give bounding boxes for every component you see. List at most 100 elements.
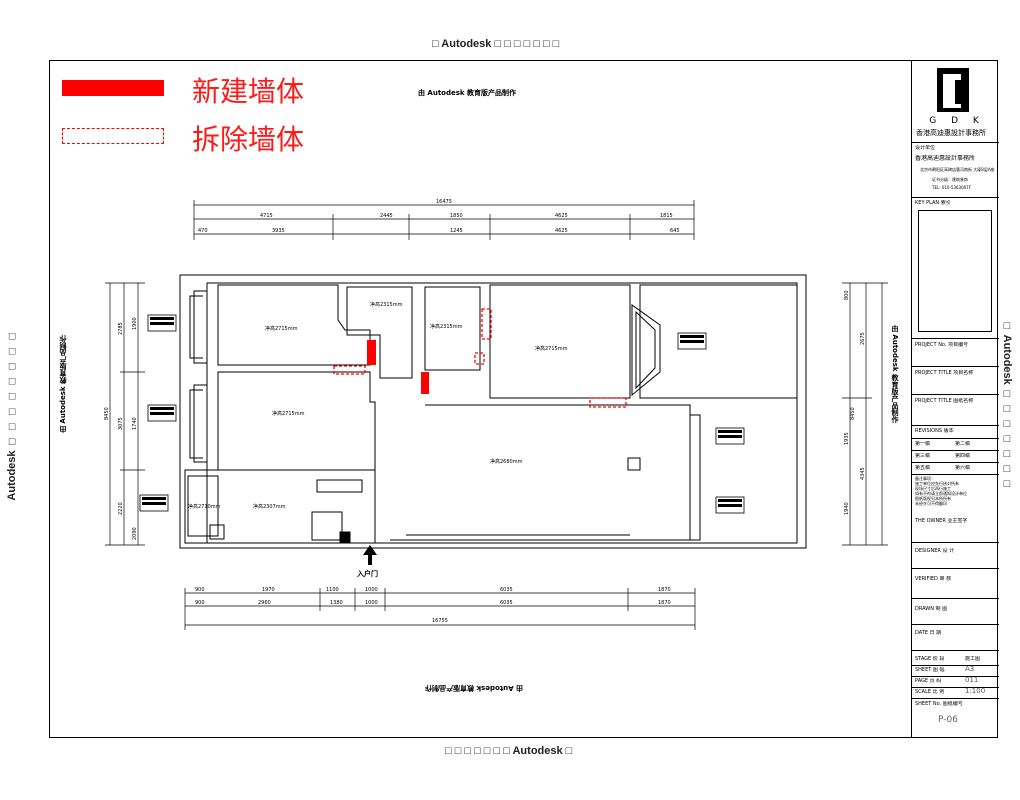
- bottom-dim-5: 6035: [500, 587, 513, 593]
- sheet-no-label: SHEET No. 图纸编号: [915, 701, 963, 707]
- bath-wall: [346, 286, 413, 379]
- project-no-label: PROJECT No. 项目编号: [915, 342, 969, 348]
- rev-row-4: 第四稿: [955, 453, 971, 459]
- inner-wall: [206, 282, 798, 544]
- room-label-6: 净高2680mm: [490, 458, 523, 465]
- left-dim-1: 2785: [118, 322, 124, 335]
- top-dim2-e: 645: [670, 228, 680, 234]
- top-dim-2: 2445: [380, 213, 393, 219]
- sheet-label: SHEET 图 幅: [915, 667, 945, 673]
- verified-label: VERIFIED 审 核: [915, 576, 952, 582]
- rev-row-5: 第五稿: [915, 465, 931, 471]
- bottom-dim2-2: 2960: [258, 600, 271, 606]
- gdk-logo: [937, 68, 969, 112]
- firm-name: 香港高迪惠設計事務所: [916, 129, 986, 137]
- top-dim2-a: 3935: [272, 228, 285, 234]
- top-dim-1: 4715: [260, 213, 273, 219]
- bottom-dim-3: 1100: [326, 587, 339, 593]
- bedroom-1-wall: [217, 284, 371, 366]
- right-total-dim: 8450: [850, 407, 856, 420]
- room-label-7: 净高2710mm: [188, 503, 221, 510]
- page-value: 011: [965, 677, 979, 684]
- right-dim-1: 2675: [860, 332, 866, 345]
- bottom-dim2-6: 1870: [658, 600, 671, 606]
- room-4-wall: [489, 284, 631, 399]
- demolish-wall-2: [481, 308, 492, 340]
- stage-label: STAGE 阶 段: [915, 656, 945, 662]
- top-dim2-c: 4625: [555, 228, 568, 234]
- firm-address: 北京市朝阳区高碑店惠河南街 大厦8层A座: [920, 167, 995, 172]
- demolish-walls: [333, 308, 627, 408]
- project-title-label: PROJECT TITLE 项目名称: [915, 370, 974, 376]
- scale-value: 1:100: [965, 688, 986, 695]
- demolish-wall-label: 拆除墙体: [192, 123, 305, 156]
- bottom-dim-4: 1000: [365, 587, 378, 593]
- top-dim-5: 1815: [660, 213, 673, 219]
- title-block: G D K 香港高迪惠設計事務所 设计单位 香港高迪惠設計事務所 北京市朝阳区高…: [911, 60, 999, 738]
- left-dim2-1: 1900: [132, 317, 138, 330]
- right-dim2-1: 800: [844, 290, 850, 300]
- bottom-dim2-1: 900: [195, 600, 205, 606]
- right-dim2-2: 1935: [844, 432, 850, 445]
- right-dim2-3: 1940: [844, 502, 850, 515]
- key-plan-label: KEY PLAN 索引: [915, 200, 951, 206]
- living-wall: [390, 404, 691, 541]
- design-unit: 香港高迪惠設計事務所: [915, 155, 976, 162]
- scale-label: SCALE 比 例: [915, 689, 945, 695]
- new-walls: [367, 340, 429, 394]
- sheet-no-value: P-06: [938, 715, 958, 725]
- note-6: 未经许可不得翻印: [915, 501, 947, 506]
- note-3: 现场尺寸后再行施工: [915, 486, 951, 491]
- top-dim-3: 1850: [450, 213, 463, 219]
- designer-label: DESIGNER 设 计: [915, 548, 955, 554]
- top-dim2-b: 1245: [450, 228, 463, 234]
- demolish-wall-1: [333, 365, 366, 375]
- drawn-label: DRAWN 制 图: [915, 606, 948, 612]
- left-dim-3: 2220: [118, 502, 124, 515]
- watermark-right: □ Autodesk □ □ □ □ □ □ □: [1001, 320, 1013, 491]
- bottom-total-dim: 16755: [432, 618, 448, 624]
- rev-row-2: 第二稿: [955, 441, 971, 447]
- design-unit-label: 设计单位: [915, 145, 936, 151]
- room-3-wall: [424, 286, 481, 371]
- left-dim2-2: 1740: [132, 417, 138, 430]
- top-total-dim: 16475: [436, 199, 452, 205]
- room-label-2: 净高2315mm: [370, 301, 403, 308]
- drawing-sheet: [49, 60, 998, 738]
- inner-watermark-top: 由 Autodesk 教育版产品制作: [418, 89, 517, 97]
- rev-row-6: 第六稿: [955, 465, 971, 471]
- date-label: DATE 日 期: [915, 630, 942, 636]
- room-label-8: 净高2307mm: [253, 503, 286, 510]
- bottom-dim2-4: 1000: [365, 600, 378, 606]
- owner-label: THE OWNER 业主签字: [915, 518, 968, 524]
- watermark-top: □ Autodesk □ □ □ □ □ □ □: [432, 38, 560, 50]
- bedroom-2-wall: [217, 371, 376, 471]
- watermark-bottom: □ □ □ □ □ □ □ Autodesk □: [445, 745, 573, 757]
- logo-letters: G D K: [929, 116, 985, 126]
- floor-plan: 净高2715mm 净高2315mm 净高2315mm 净高2715mm 净高27…: [104, 199, 888, 630]
- room-5-wall: [639, 284, 798, 399]
- left-total-dim: 8450: [104, 407, 110, 420]
- room-label-3: 净高2315mm: [430, 323, 463, 330]
- firm-license: 证书分级：建筑装饰: [932, 177, 968, 182]
- page-label: PAGE 页 码: [915, 678, 942, 684]
- firm-tel: TEL: 010-5363007F: [932, 185, 972, 190]
- kitchen-wall: [184, 469, 376, 544]
- drawing-title-label: PROJECT TITLE 图纸名称: [915, 398, 974, 404]
- top-dim-4: 4625: [555, 213, 568, 219]
- right-dim-2: 4345: [860, 467, 866, 480]
- key-plan-box: [918, 210, 992, 332]
- top-dim2-d: 470: [198, 228, 208, 234]
- entrance-arrow: 入户门: [356, 545, 378, 578]
- note-2: 施工单位应先行核对所有: [915, 481, 959, 486]
- rev-row-1: 第一稿: [915, 441, 931, 447]
- room-labels: 净高2715mm 净高2315mm 净高2315mm 净高2715mm 净高27…: [188, 301, 568, 510]
- demolish-wall-swatch: [62, 128, 164, 144]
- new-wall-swatch: [62, 80, 164, 96]
- new-wall-2: [421, 372, 429, 394]
- rev-row-3: 第三稿: [915, 453, 931, 459]
- demolish-wall-4: [589, 397, 627, 408]
- left-dim-2: 3075: [118, 417, 124, 430]
- new-wall-label: 新建墙体: [192, 75, 305, 108]
- sheet-value: A3: [965, 666, 975, 673]
